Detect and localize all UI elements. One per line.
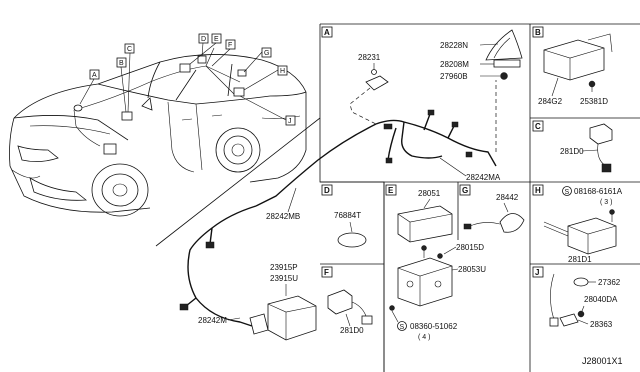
svg-text:J: J — [535, 268, 539, 277]
svg-text:28228N: 28228N — [440, 41, 468, 50]
svg-text:D: D — [201, 36, 206, 43]
svg-text:( 3 ): ( 3 ) — [600, 199, 612, 206]
panel-g: G 28442 — [459, 184, 525, 233]
svg-text:23915P: 23915P — [270, 263, 298, 272]
svg-text:28242MA: 28242MA — [466, 173, 501, 182]
svg-text:284G2: 284G2 — [538, 97, 563, 106]
svg-text:08168-6161A: 08168-6161A — [574, 187, 623, 196]
svg-text:28208M: 28208M — [440, 60, 469, 69]
svg-text:G: G — [264, 50, 269, 57]
right-column — [529, 23, 640, 372]
panel-grid — [320, 181, 530, 372]
panel-h: H S 08168-6161A ( 3 ) 281D1 — [532, 184, 623, 264]
panel-c: C 281D0 — [532, 120, 613, 173]
svg-text:25381D: 25381D — [580, 97, 608, 106]
svg-text:76884T: 76884T — [334, 211, 361, 220]
svg-text:( 4 ): ( 4 ) — [418, 334, 430, 341]
svg-text:27960B: 27960B — [440, 72, 468, 81]
svg-text:G: G — [462, 186, 468, 195]
svg-text:28015D: 28015D — [456, 243, 484, 252]
svg-text:28053U: 28053U — [458, 265, 486, 274]
svg-text:23915U: 23915U — [270, 274, 298, 283]
svg-text:27362: 27362 — [598, 278, 621, 287]
panel-divider — [155, 117, 321, 247]
svg-text:S: S — [565, 189, 570, 196]
panel-b: B 284G2 25381D — [532, 26, 613, 106]
svg-text:H: H — [280, 68, 285, 75]
panel-e: E 28051 28015D 28053U S 08360-51062 ( 4 … — [385, 184, 486, 341]
svg-text:28242MB: 28242MB — [266, 212, 300, 221]
svg-text:A: A — [92, 72, 97, 79]
panel-f: F 281D0 — [321, 266, 373, 335]
panel-d: D 76884T — [321, 184, 367, 248]
svg-text:28231: 28231 — [358, 53, 381, 62]
svg-text:B: B — [119, 60, 124, 67]
svg-text:08360-51062: 08360-51062 — [410, 322, 458, 331]
svg-text:S: S — [400, 324, 405, 331]
svg-text:C: C — [127, 46, 132, 53]
svg-text:281D1: 281D1 — [568, 255, 592, 264]
svg-text:28442: 28442 — [496, 193, 519, 202]
svg-text:F: F — [228, 42, 232, 49]
svg-text:B: B — [535, 28, 541, 37]
svg-text:F: F — [324, 268, 329, 277]
svg-text:H: H — [535, 186, 541, 195]
svg-text:C: C — [535, 122, 541, 131]
panel-j: J 27362 28040DA 28363 — [532, 266, 621, 329]
diagram-id: J28001X1 — [582, 356, 623, 366]
svg-text:D: D — [324, 186, 330, 195]
vehicle-callouts: A B C D E F G H J — [79, 33, 296, 126]
svg-text:28363: 28363 — [590, 320, 613, 329]
svg-text:28040DA: 28040DA — [584, 295, 618, 304]
svg-text:28051: 28051 — [418, 189, 441, 198]
svg-text:J: J — [288, 118, 292, 125]
vehicle-illustration — [9, 47, 307, 217]
svg-text:281D0: 281D0 — [340, 326, 364, 335]
panel-a: A 28231 28228N 28208M 27960B 28242MA — [179, 23, 530, 372]
svg-text:281D0: 281D0 — [560, 147, 584, 156]
svg-text:E: E — [388, 186, 394, 195]
svg-text:E: E — [214, 36, 219, 43]
svg-text:A: A — [324, 28, 330, 37]
svg-text:28242M: 28242M — [198, 316, 227, 325]
